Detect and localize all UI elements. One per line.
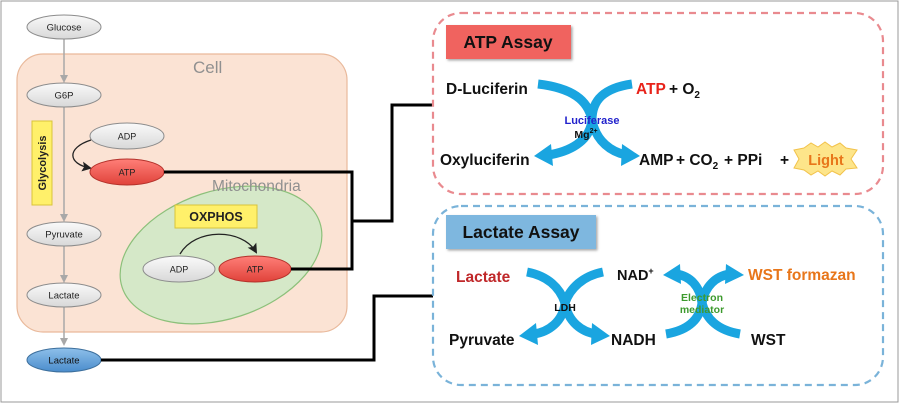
electron-mediator-arrows	[663, 264, 744, 339]
cell-label: Cell	[193, 58, 222, 77]
co2-label: + CO2	[676, 152, 719, 172]
svg-text:Glycolysis: Glycolysis	[37, 135, 49, 190]
mito-adp-to-atp-arrow	[179, 233, 258, 255]
amp-label: AMP	[639, 152, 673, 169]
ppi-label: + PPi	[724, 152, 762, 169]
svg-text:Lactate Assay: Lactate Assay	[462, 222, 579, 242]
pyruvate-product-label: Pyruvate	[449, 332, 515, 349]
mitochondria-label: Mitochondria	[212, 178, 301, 195]
svg-text:ADP: ADP	[170, 265, 189, 275]
light-burst-icon: Light	[793, 141, 858, 177]
ldh-label: LDH	[554, 302, 576, 314]
electron-mediator-label-line2: mediator	[680, 304, 724, 316]
nadh-label: NADH	[611, 332, 656, 349]
glycolysis-adp-node: ADP	[89, 122, 165, 150]
svg-text:Pyruvate: Pyruvate	[45, 230, 83, 241]
lactate-assay-panel	[431, 204, 885, 387]
atp-to-assay-connector	[352, 103, 433, 223]
lactate-intracellular-node: Lactate	[26, 282, 102, 308]
svg-text:ATP: ATP	[119, 168, 136, 178]
glycolysis-atp-node: ATP	[89, 158, 165, 186]
svg-text:ADP: ADP	[118, 132, 137, 142]
glycolysis-label: Glycolysis	[31, 120, 53, 206]
lactate-reactant-label: Lactate	[456, 269, 511, 286]
lactate-extracellular-node: Lactate	[26, 347, 102, 373]
svg-text:OXPHOS: OXPHOS	[189, 210, 243, 224]
oxyluciferin-label: Oxyluciferin	[440, 152, 530, 169]
mg-cofactor-label: Mg2+	[574, 128, 597, 141]
svg-text:Lactate: Lactate	[48, 291, 79, 302]
mito-atp-node: ATP	[218, 255, 292, 283]
lactate-to-assay-connector	[101, 294, 433, 362]
light-label: Light	[808, 153, 844, 169]
light-plus-sign: +	[780, 152, 789, 169]
atp-reactant-label: ATP	[636, 81, 666, 98]
svg-text:ATP Assay: ATP Assay	[463, 32, 552, 52]
svg-text:G6P: G6P	[54, 91, 73, 102]
lactate-assay-title: Lactate Assay	[446, 215, 596, 249]
glucose-node: Glucose	[26, 14, 102, 40]
svg-text:Glucose: Glucose	[47, 23, 82, 34]
luciferase-label: Luciferase	[564, 115, 619, 127]
ldh-reaction-arrows	[519, 267, 610, 345]
luciferase-reaction-arrows	[534, 79, 640, 166]
oxphos-label: OXPHOS	[174, 204, 258, 229]
wst-formazan-label: WST formazan	[748, 267, 856, 284]
nad-label: NAD+	[617, 266, 654, 284]
svg-text:Lactate: Lactate	[48, 356, 79, 367]
mito-adp-node: ADP	[142, 255, 216, 283]
atp-assay-title: ATP Assay	[446, 25, 571, 59]
glycolysis-adp-to-atp-arrow	[72, 139, 92, 172]
pyruvate-node: Pyruvate	[26, 221, 102, 247]
electron-mediator-label-line1: Electron	[681, 292, 723, 304]
wst-label: WST	[751, 332, 786, 349]
d-luciferin-label: D-Luciferin	[446, 81, 528, 98]
mitochondria	[119, 185, 323, 325]
svg-text:ATP: ATP	[247, 265, 264, 275]
g6p-node: G6P	[26, 82, 102, 108]
o2-label: + O2	[669, 81, 700, 101]
